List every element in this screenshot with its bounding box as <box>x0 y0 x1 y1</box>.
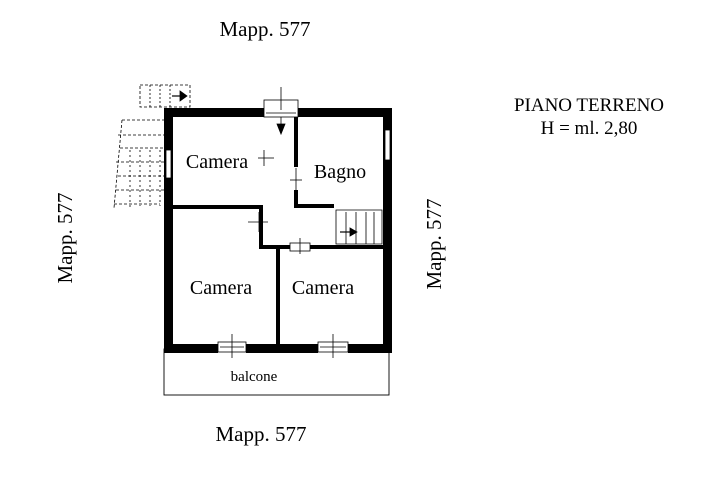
mapp-right-label: Mapp. 577 <box>422 199 446 290</box>
exterior-staircase <box>113 84 191 209</box>
room-label-camera-bottom-right: Camera <box>292 277 354 299</box>
mapp-top-label: Mapp. 577 <box>220 17 311 41</box>
room-label-camera-top-left: Camera <box>186 151 248 173</box>
mapp-bottom-label: Mapp. 577 <box>216 422 307 446</box>
mapp-left-label: Mapp. 577 <box>53 193 77 284</box>
interior-walls <box>173 117 389 344</box>
openings <box>165 87 391 358</box>
plan-title: PIANO TERRENO <box>514 95 664 116</box>
room-label-camera-bottom-left: Camera <box>190 277 252 299</box>
room-label-bagno: Bagno <box>314 161 366 183</box>
plan-height: H = ml. 2,80 <box>541 118 638 139</box>
exterior-walls <box>164 108 392 353</box>
room-label-balcone: balcone <box>231 369 278 385</box>
